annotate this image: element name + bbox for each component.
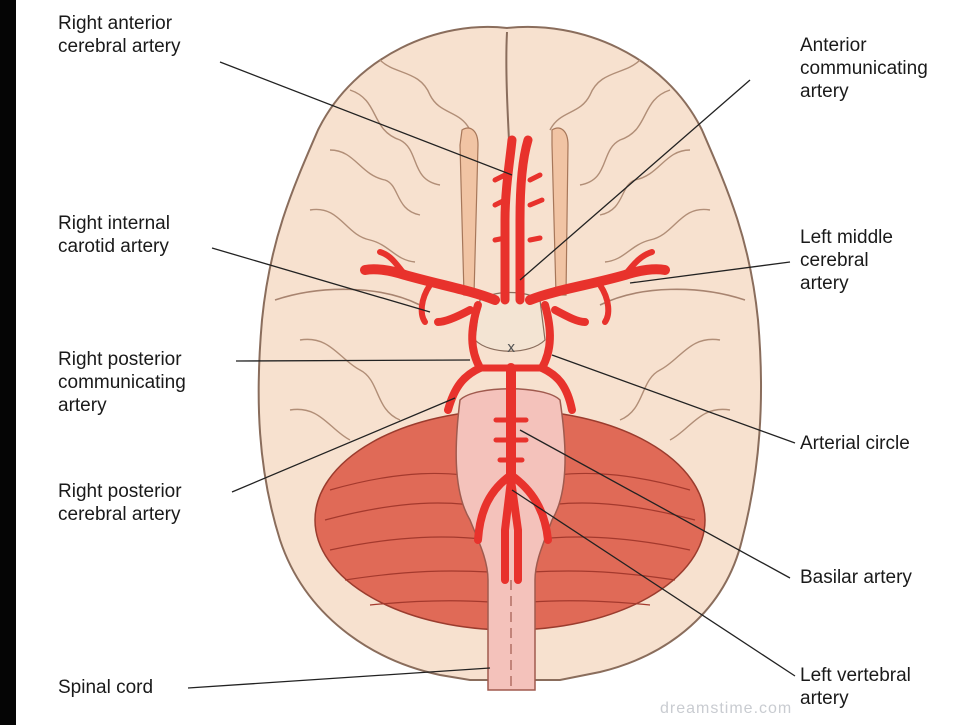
label-anterior-communicating-artery: Anterior communicating artery <box>800 34 928 103</box>
label-arterial-circle: Arterial circle <box>800 432 910 455</box>
label-right-posterior-communicating-artery: Right posterior communicating artery <box>58 348 186 417</box>
label-left-vertebral-artery: Left vertebral artery <box>800 664 911 710</box>
label-spinal-cord: Spinal cord <box>58 676 153 699</box>
label-right-anterior-cerebral-artery: Right anterior cerebral artery <box>58 12 181 58</box>
label-right-posterior-cerebral-artery: Right posterior cerebral artery <box>58 480 182 526</box>
label-right-internal-carotid-artery: Right internal carotid artery <box>58 212 170 258</box>
label-left-middle-cerebral-artery: Left middle cerebral artery <box>800 226 893 295</box>
label-basilar-artery: Basilar artery <box>800 566 912 589</box>
watermark: dreamstime.com <box>660 700 792 718</box>
chiasm-x-mark: x <box>507 340 515 356</box>
